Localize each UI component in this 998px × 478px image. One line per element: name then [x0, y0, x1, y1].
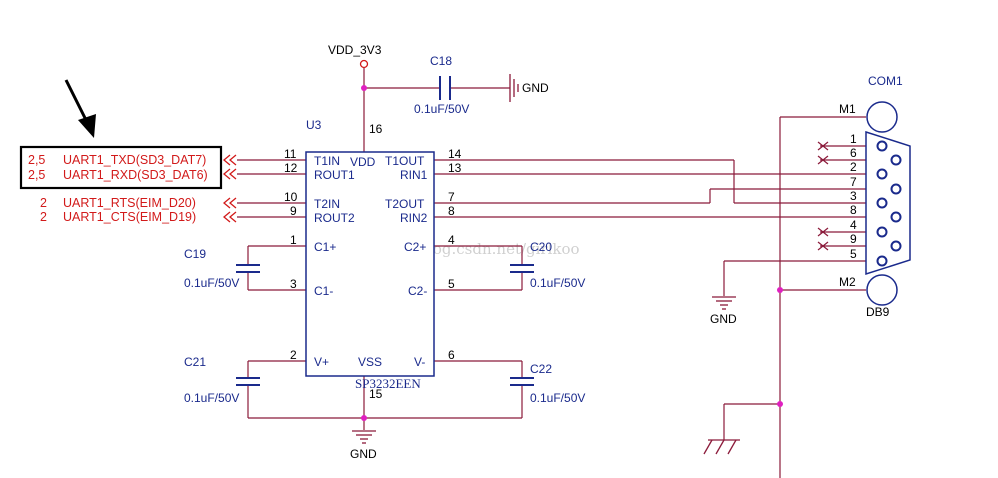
pin-name: C1+	[314, 240, 336, 254]
cap-value: 0.1uF/50V	[184, 391, 239, 405]
pin-number: 5	[448, 277, 455, 291]
pointer-arrow-icon	[64, 79, 96, 138]
ground-icon	[712, 296, 736, 310]
cap-value: 0.1uF/50V	[530, 276, 585, 290]
mount-label: M1	[839, 102, 856, 116]
connector-pin-number: 3	[850, 189, 857, 203]
net-labels: 2,5 UART1_TXD(SD3_DAT7) 2,5 UART1_RXD(SD…	[28, 153, 208, 224]
pin-number: 16	[369, 122, 383, 136]
connector-part: DB9	[866, 305, 890, 319]
pin-name: V+	[314, 355, 329, 369]
pin-number: 3	[290, 277, 297, 291]
capacitor-c19: C19 0.1uF/50V	[184, 247, 260, 290]
pin-number: 12	[284, 161, 298, 175]
pin-name: V-	[414, 355, 425, 369]
pin-number: 2	[290, 348, 297, 362]
ic-ref: U3	[306, 118, 322, 132]
connector-pin-number: 6	[850, 146, 857, 160]
cap-ref: C21	[184, 355, 206, 369]
highlight-box	[19, 145, 223, 190]
pin-number: 4	[448, 233, 455, 247]
pin-number: 10	[284, 190, 298, 204]
net-sheet: 2,5	[28, 168, 45, 182]
pin-name: ROUT2	[314, 211, 355, 225]
pin-number: 9	[290, 204, 297, 218]
connector-pin-number: 4	[850, 218, 857, 232]
pin-name: T1OUT	[385, 154, 425, 168]
pin-number: 14	[448, 147, 462, 161]
chassis-ground-icon	[703, 439, 740, 455]
pin-number: 13	[448, 161, 462, 175]
pin-name: RIN2	[400, 211, 428, 225]
gnd-label: GND	[710, 312, 737, 326]
pin-name: ROUT1	[314, 168, 355, 182]
right-pins: 14 T1OUT 13 RIN1 7 T2OUT 8 RIN2 4 C2+ 5 …	[385, 147, 462, 369]
pin-number: 8	[448, 204, 455, 218]
vdd-power-port: VDD_3V3	[328, 43, 382, 69]
gnd-label: GND	[522, 81, 549, 95]
cap-ref: C18	[430, 54, 452, 68]
ground-icon	[509, 74, 519, 102]
capacitor-c21: C21 0.1uF/50V	[184, 355, 260, 405]
cap-ref: C19	[184, 247, 206, 261]
pin-number: 11	[284, 147, 297, 161]
pin-number: 1	[290, 233, 297, 247]
junction-dots	[361, 85, 783, 421]
pin-name: C1-	[314, 284, 333, 298]
connector-pin-number: 8	[850, 203, 857, 217]
cap-ref: C20	[530, 240, 552, 254]
connector-pin-number: 2	[850, 160, 857, 174]
mount-label: M2	[839, 275, 856, 289]
connector-pin-number: 1	[850, 132, 857, 146]
connector-pin-number: 9	[850, 232, 857, 246]
net-sheet: 2,5	[28, 153, 45, 167]
connector-pin-number: 5	[850, 247, 857, 261]
pin-name: T2IN	[314, 197, 340, 211]
vdd-label: VDD_3V3	[328, 43, 382, 57]
ic-body	[305, 151, 435, 377]
net-name: UART1_RTS(EIM_D20)	[63, 196, 196, 210]
pin-number: 7	[448, 190, 455, 204]
pin-name: RIN1	[400, 168, 428, 182]
wires	[237, 68, 880, 478]
cap-ref: C22	[530, 362, 552, 376]
capacitor-c20: C20 0.1uF/50V	[510, 240, 585, 290]
capacitor-c22: C22 0.1uF/50V	[510, 362, 585, 405]
db9-connector: COM1 DB9 M1 M2 1 6 2 7 3 8 4 9 5	[839, 74, 911, 319]
connector-pin-number: 7	[850, 175, 857, 189]
capacitor-c18: C18 0.1uF/50V	[414, 54, 469, 116]
cap-value: 0.1uF/50V	[184, 276, 239, 290]
pin-number: 6	[448, 348, 455, 362]
left-pins: 11 T1IN 12 ROUT1 10 T2IN 9 ROUT2 1 C1+ 3…	[284, 147, 355, 369]
no-connect-marks	[817, 141, 829, 251]
pin-name: VDD	[350, 155, 376, 169]
net-name: UART1_TXD(SD3_DAT7)	[63, 153, 206, 167]
ground-icon	[352, 430, 376, 444]
ic-part: SP3232EEN	[355, 376, 421, 391]
cap-value: 0.1uF/50V	[530, 391, 585, 405]
net-sheet: 2	[40, 210, 47, 224]
pin-name: C2-	[408, 284, 427, 298]
port-chevron-icons	[222, 154, 237, 223]
gnd-label: GND	[350, 447, 377, 461]
connector-ref: COM1	[868, 74, 903, 88]
pin-name: T1IN	[314, 154, 340, 168]
pin-name: T2OUT	[385, 197, 425, 211]
net-name: UART1_CTS(EIM_D19)	[63, 210, 196, 224]
pin-number: 15	[369, 387, 383, 401]
cap-value: 0.1uF/50V	[414, 102, 469, 116]
net-sheet: 2	[40, 196, 47, 210]
net-name: UART1_RXD(SD3_DAT6)	[63, 168, 208, 182]
pin-name: C2+	[404, 240, 426, 254]
pin-name: VSS	[358, 355, 382, 369]
